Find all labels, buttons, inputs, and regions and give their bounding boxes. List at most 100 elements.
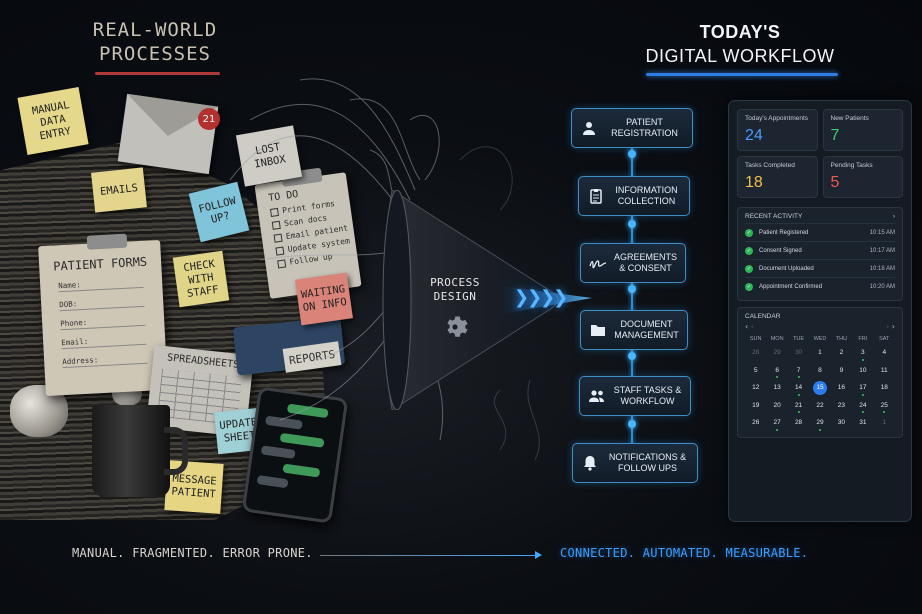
calendar-day[interactable]: 21 [788,397,809,415]
calendar-day[interactable]: 28 [752,349,760,357]
calendar-day[interactable]: 5 [753,366,758,374]
form-field: Address: [61,352,148,369]
calendar-day[interactable]: 10 [859,366,867,374]
calendar-day[interactable]: 1 [818,349,822,357]
calendar-day-of-week: FRI [858,335,868,342]
chevron-right-icon[interactable]: › [886,322,890,331]
folder-icon [589,321,607,339]
calendar-day-of-week: SAT [879,335,890,342]
calendar-day[interactable]: 9 [839,366,844,374]
step-label: PATIENT REGISTRATION [611,117,678,138]
calendar-day[interactable]: 13 [773,384,781,392]
calendar-day[interactable]: 14 [788,379,809,397]
step-patient-registration[interactable]: PATIENT REGISTRATION [571,108,693,148]
calendar-day[interactable]: 20 [773,401,781,409]
calendar-day[interactable]: 3 [852,344,873,362]
calendar-day[interactable]: 26 [752,419,760,427]
calendar-day[interactable]: 7 [788,362,809,380]
stat-card-tasks-completed[interactable]: Tasks Completed 18 [737,156,818,198]
chevron-right-icon[interactable]: › [892,213,895,220]
arrow-right-icon [320,551,542,559]
calendar-day[interactable]: 17 [852,379,873,397]
stat-label: Tasks Completed [745,162,795,169]
calendar-day[interactable]: 12 [752,384,760,392]
calendar-day[interactable]: 23 [837,401,846,409]
calendar-day[interactable]: 2 [839,349,844,357]
calendar-prev-controls: ‹ ‹ [745,322,754,331]
step-information-collection[interactable]: INFORMATION COLLECTION [578,176,690,216]
calendar-day[interactable]: 27 [766,414,787,432]
activity-time: 10:18 AM [869,265,895,272]
stat-label: New Patients [830,115,869,122]
calendar-day[interactable]: 25 [874,397,895,415]
calendar-day[interactable]: 15 [809,379,830,397]
calendar-day[interactable]: 30 [837,419,846,427]
clipboard-icon [587,187,605,205]
left-title-underline [95,72,220,75]
patient-forms-title: PATIENT FORMS [52,254,148,274]
step-label: INFORMATION COLLECTION [615,185,678,206]
calendar-day[interactable]: 28 [794,419,803,427]
calendar-day[interactable]: 4 [882,349,887,357]
process-funnel [382,190,592,410]
stat-card-pending-tasks[interactable]: Pending Tasks 5 [822,156,903,198]
step-document-management[interactable]: DOCUMENT MANAGEMENT [580,310,688,350]
recent-activity-title: RECENT ACTIVITY [745,213,803,220]
stat-card-appointments[interactable]: Today's Appointments 24 [737,109,818,151]
form-field: DOB: [59,295,145,312]
calendar-day[interactable]: 30 [794,349,803,357]
workflow-connector [631,148,633,448]
step-label: NOTIFICATIONS & FOLLOW UPS [608,452,687,473]
left-title-line2: PROCESSES [99,43,211,65]
patient-forms-clipboard: PATIENT FORMS Name: DOB: Phone: Email: A… [38,233,168,397]
calendar-day[interactable]: 29 [773,349,781,357]
calendar-day[interactable]: 11 [880,366,888,374]
sticky-note-manual-entry: MANUAL DATA ENTRY [17,87,89,155]
recent-activity-header: RECENT ACTIVITY › [745,213,895,220]
signature-icon [589,254,607,272]
check-icon: ✓ [745,264,753,273]
step-agreements-consent[interactable]: AGREEMENTS & CONSENT [580,243,686,283]
step-label: AGREEMENTS & CONSENT [614,252,678,273]
stats-grid: Today's Appointments 24 New Patients 7 T… [737,109,903,198]
calendar-day[interactable]: 31 [859,419,867,427]
calendar-day[interactable]: 6 [766,362,787,380]
bell-icon [581,454,599,472]
calendar-day[interactable]: 29 [809,414,830,432]
chevron-right-icon[interactable]: › [891,322,895,331]
right-title-underline [646,73,838,76]
calendar-day[interactable]: 24 [852,397,873,415]
tagline-left: MANUAL. FRAGMENTED. ERROR PRONE. [72,546,313,560]
flow-chevrons-icon: ❯❯❯❯ [514,287,568,308]
connector-dot [628,352,636,360]
calendar-day[interactable]: 8 [818,366,822,374]
tagline-right: CONNECTED. AUTOMATED. MEASURABLE. [560,546,809,560]
left-title: REAL-WORLD PROCESSES [60,18,250,66]
stat-card-new-patients[interactable]: New Patients 7 [822,109,903,151]
calendar-day-of-week: WED [813,335,827,342]
activity-text: Document Uploaded [759,265,814,272]
step-staff-tasks[interactable]: STAFF TASKS & WORKFLOW [579,376,691,416]
calendar-day[interactable]: 16 [837,384,846,392]
check-icon: ✓ [745,282,753,291]
calendar-day[interactable]: 18 [880,384,888,392]
calendar-day[interactable]: 19 [752,401,760,409]
right-title-line2: DIGITAL WORKFLOW [645,46,835,66]
funnel-label-line2: DESIGN [433,290,477,303]
calendar-day[interactable]: 1 [882,419,887,427]
step-notifications[interactable]: NOTIFICATIONS & FOLLOW UPS [572,443,698,483]
activity-row[interactable]: ✓ Document Uploaded 10:18 AM [745,259,895,277]
calendar-nav: ‹ ‹ › › [745,322,895,331]
chevron-left-icon[interactable]: ‹ [745,322,749,331]
calendar-day[interactable]: 22 [816,401,824,409]
calendar-day-of-week: TUE [793,335,805,342]
chevron-left-icon[interactable]: ‹ [750,322,754,331]
calendar-title: CALENDAR [745,313,781,320]
activity-text: Consent Signed [759,247,802,254]
